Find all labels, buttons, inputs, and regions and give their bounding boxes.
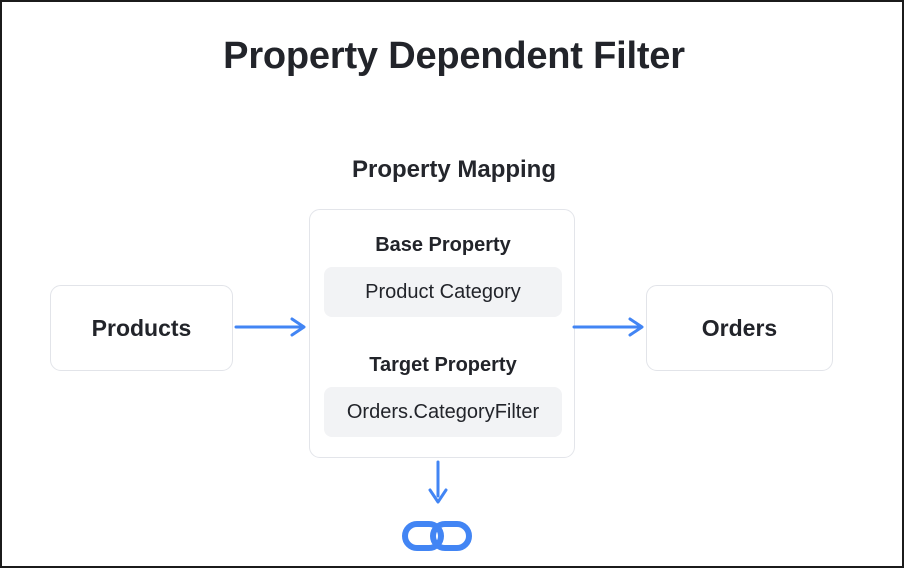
property-mapping-card: Base Property Product Category Target Pr… [309, 209, 575, 458]
entity-node-orders-label: Orders [701, 314, 778, 341]
connector-arrow-mapping-to-orders [572, 314, 652, 340]
connector-arrow-down [423, 460, 453, 508]
section-heading-property-mapping: Property Mapping [351, 156, 556, 183]
connector-arrow-products-to-mapping [234, 314, 314, 340]
entity-node-products-label: Products [91, 314, 192, 341]
link-chain-icon [401, 516, 473, 556]
base-property-value-chip[interactable]: Product Category [324, 267, 562, 317]
page-title: Property Dependent Filter [223, 35, 685, 77]
target-property-value-text: Orders.CategoryFilter [346, 400, 540, 423]
entity-node-products[interactable]: Products [50, 285, 233, 371]
base-property-value-text: Product Category [365, 280, 521, 303]
target-property-label: Target Property [369, 354, 517, 376]
base-property-label: Base Property [375, 234, 511, 256]
target-property-value-chip[interactable]: Orders.CategoryFilter [324, 387, 562, 437]
entity-node-orders[interactable]: Orders [646, 285, 833, 371]
